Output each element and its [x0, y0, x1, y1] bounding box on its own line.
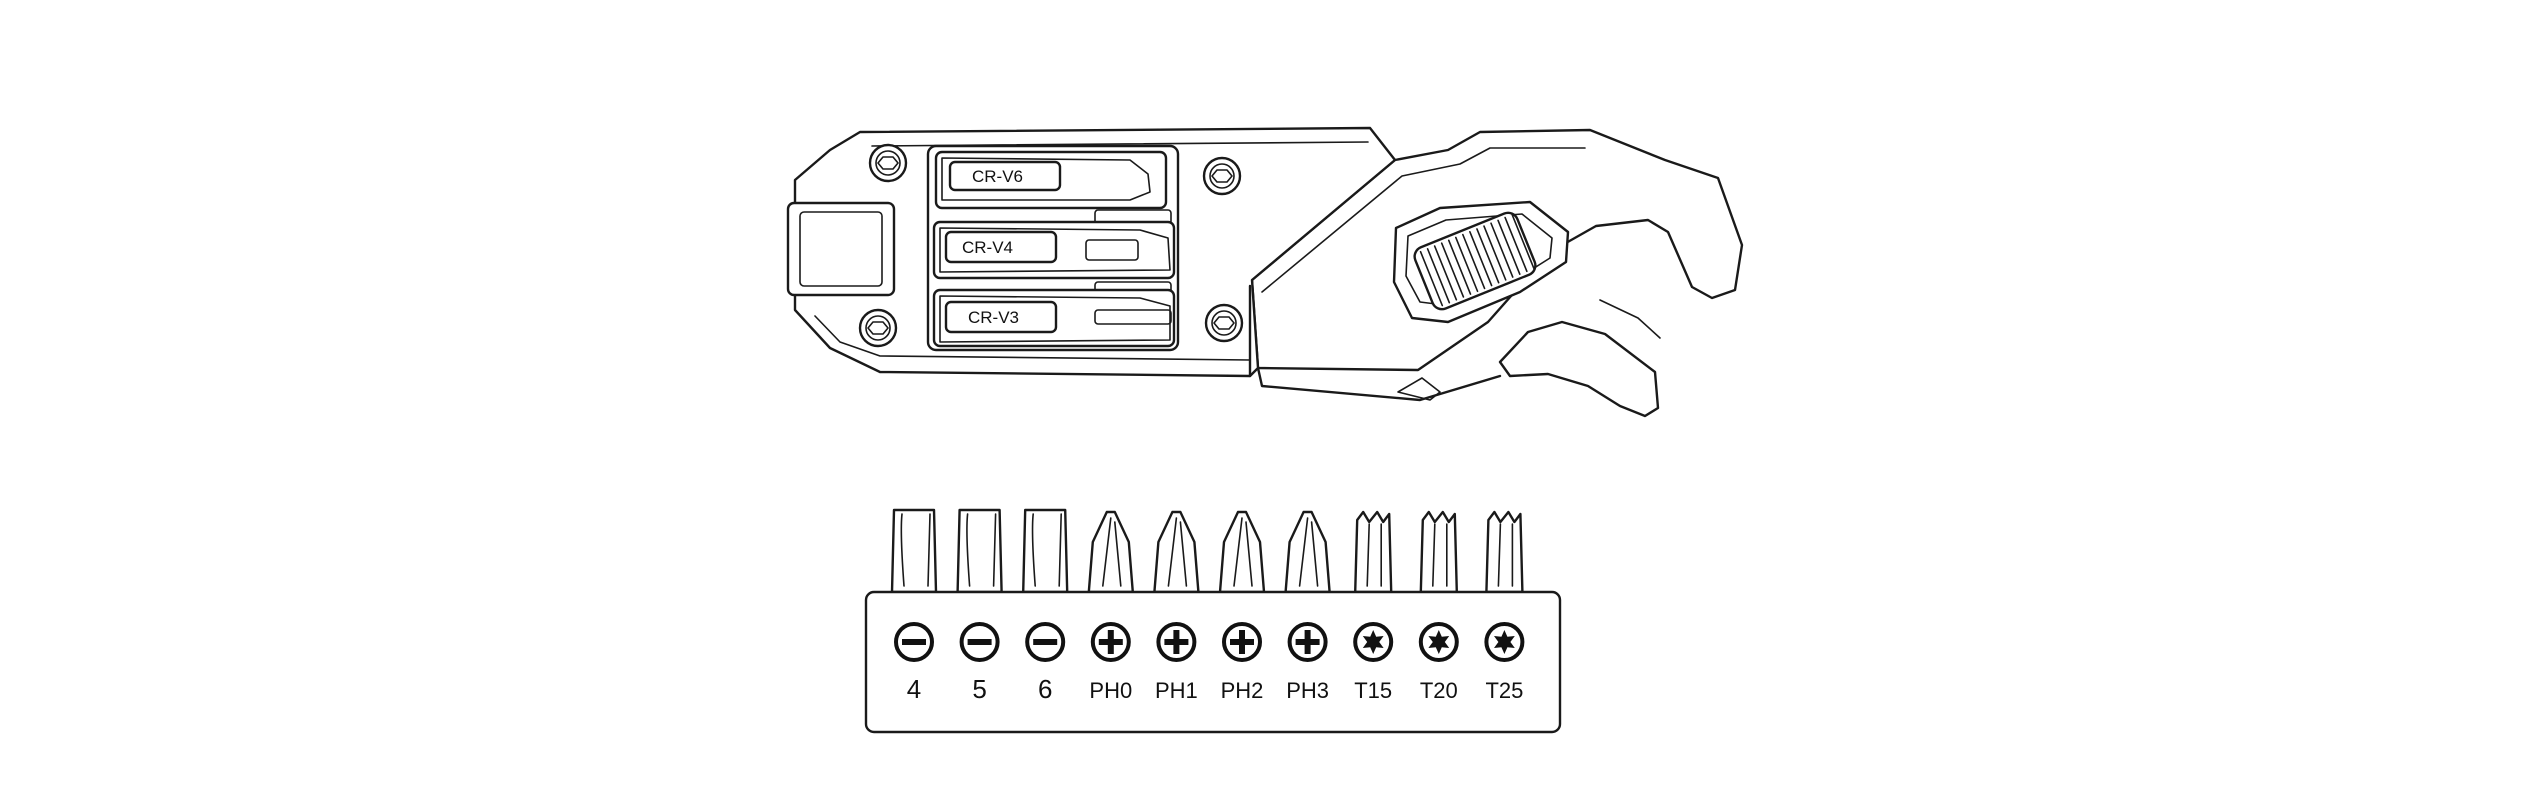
bit-label-t25: T25 [1485, 678, 1523, 703]
bit-holder-set: 4 5 6 PH0 PH1 PH2 PH3 T15 T20 T25 [864, 508, 1562, 734]
torx-symbol-icon-t25 [1484, 622, 1525, 662]
bit-tip-t20 [1419, 510, 1458, 594]
bit-tip-ph3 [1284, 510, 1331, 594]
bit-tip-ph2 [1218, 510, 1266, 594]
bit-tip-t25 [1485, 510, 1524, 594]
latch-block [786, 201, 896, 297]
bit-label-ph2: PH2 [1221, 678, 1264, 703]
slotted-symbol-icon-5 [959, 622, 1000, 662]
bit-slot-2: CR-V4 [932, 220, 1176, 297]
bit-label-ph0: PH0 [1089, 678, 1132, 703]
slot-label-2: CR-V4 [962, 238, 1013, 257]
bit-label-t15: T15 [1354, 678, 1392, 703]
bit-tip-t15 [1354, 510, 1393, 594]
screw-bottom-right [1204, 303, 1244, 343]
multi-tool: CR-V6 CR-V4 CR-V3 [786, 126, 1744, 418]
screw-top-right [1202, 156, 1242, 196]
bit-label-ph3: PH3 [1286, 678, 1329, 703]
bit-tip-5 [956, 508, 1003, 594]
torx-symbol-icon-t15 [1353, 622, 1394, 662]
worm-gear [1413, 211, 1537, 311]
bit-tip-ph0 [1087, 510, 1134, 594]
bit-label-t20: T20 [1420, 678, 1458, 703]
screw-top-left [868, 143, 908, 183]
bit-label-ph1: PH1 [1155, 678, 1198, 703]
bit-label-4: 4 [907, 674, 921, 704]
slotted-symbol-icon-6 [1025, 622, 1066, 662]
phillips-symbol-icon-ph2 [1222, 622, 1262, 662]
slotted-symbol-icon-4 [894, 622, 934, 662]
bit-tip-ph1 [1153, 510, 1200, 594]
bit-slot-3: CR-V3 [932, 288, 1176, 348]
screw-bottom-left [858, 308, 898, 348]
bit-slot-1: CR-V6 [934, 150, 1172, 225]
slot-label-3: CR-V3 [968, 308, 1019, 327]
bit-labels: 4 5 6 PH0 PH1 PH2 PH3 T15 T20 T25 [907, 674, 1524, 704]
slot-label-1: CR-V6 [972, 167, 1023, 186]
bit-tip-6 [1022, 508, 1069, 594]
bit-label-6: 6 [1038, 674, 1052, 704]
bit-slot-panel: CR-V6 CR-V4 CR-V3 [926, 144, 1180, 352]
bit-tips [890, 508, 1524, 594]
phillips-symbol-icon-ph3 [1287, 622, 1328, 662]
phillips-symbol-icon-ph0 [1090, 622, 1131, 662]
bit-tip-4 [890, 508, 938, 594]
bit-symbols [894, 622, 1525, 662]
phillips-symbol-icon-ph1 [1156, 622, 1197, 662]
bit-holder-strip [864, 590, 1562, 734]
tool-handle: CR-V6 CR-V4 CR-V3 [786, 126, 1397, 378]
wrench-head [1250, 128, 1744, 418]
bit-label-5: 5 [972, 674, 986, 704]
torx-symbol-icon-t20 [1418, 622, 1459, 662]
